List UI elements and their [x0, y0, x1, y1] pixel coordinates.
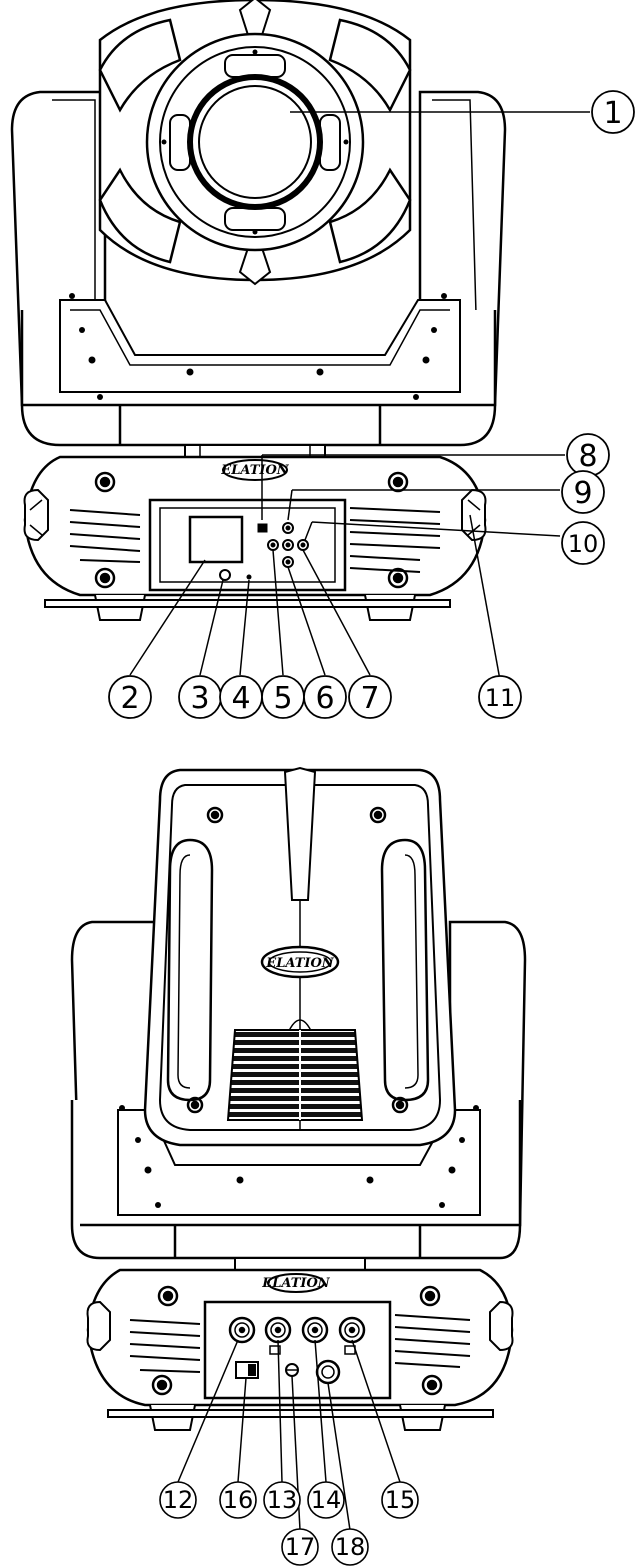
callout-5: 5	[261, 675, 305, 719]
svg-text:10: 10	[568, 530, 599, 558]
svg-text:12: 12	[163, 1486, 194, 1514]
svg-text:1: 1	[603, 96, 622, 131]
svg-text:14: 14	[311, 1486, 342, 1514]
rear-yoke-screws	[119, 1105, 479, 1208]
front-base-vents-left	[69, 509, 141, 563]
svg-text:3: 3	[190, 681, 209, 716]
svg-text:7: 7	[360, 681, 379, 716]
callout-13: 13	[263, 1481, 301, 1519]
front-base-logo-text: ELATION	[220, 463, 290, 478]
callout-3: 3	[178, 675, 222, 719]
svg-text:6: 6	[315, 681, 334, 716]
svg-text:9: 9	[573, 476, 592, 511]
base-handle-left	[23, 488, 49, 542]
callout-11: 11	[478, 675, 522, 719]
svg-text:13: 13	[267, 1486, 298, 1514]
front-leader-lines	[129, 111, 590, 681]
front-yoke-screws	[69, 293, 447, 400]
svg-text:2: 2	[120, 681, 139, 716]
callout-2: 2	[108, 675, 152, 719]
callout-16: 16	[219, 1481, 257, 1519]
ir-receiver	[219, 569, 231, 581]
front-base: ELATION	[23, 455, 487, 621]
rear-base-logo-text: ELATION	[261, 1276, 331, 1291]
callouts-front: 1 8 9 10 2 3 4 5 6 7 11	[108, 90, 635, 719]
svg-text:15: 15	[385, 1486, 416, 1514]
rear-head-vent	[226, 1029, 364, 1121]
display-screen	[188, 515, 244, 564]
svg-text:18: 18	[335, 1533, 366, 1561]
rear-handle-right	[380, 838, 430, 1102]
callout-4: 4	[219, 675, 263, 719]
rear-handle-left	[166, 838, 214, 1102]
svg-text:11: 11	[485, 684, 516, 712]
svg-text:4: 4	[231, 681, 250, 716]
connector-panel	[203, 1300, 392, 1400]
dmx-in-connector	[228, 1316, 256, 1344]
svg-text:5: 5	[273, 681, 292, 716]
callout-10: 10	[561, 521, 605, 565]
svg-text:16: 16	[223, 1486, 254, 1514]
front-lens-bezel	[145, 32, 365, 252]
rear-view: ELATION	[70, 766, 527, 1271]
indicator-led	[246, 574, 252, 580]
callout-14: 14	[307, 1481, 345, 1519]
rear-base: ELATION	[86, 1268, 514, 1431]
rear-head-logo-text: ELATION	[265, 956, 335, 971]
svg-text:17: 17	[285, 1533, 316, 1561]
callout-12: 12	[159, 1481, 197, 1519]
callout-1: 1	[591, 90, 635, 134]
front-yoke-plate	[59, 299, 461, 393]
front-base-vents-right	[349, 507, 441, 573]
callouts-rear: 12 16 13 14 15 17 18	[159, 1481, 419, 1566]
callout-17: 17	[281, 1528, 319, 1566]
callout-7: 7	[348, 675, 392, 719]
callout-18: 18	[331, 1528, 369, 1566]
callout-9: 9	[561, 470, 605, 514]
front-base-logo	[222, 459, 288, 481]
usb-port	[257, 523, 268, 533]
callout-15: 15	[381, 1481, 419, 1519]
svg-text:8: 8	[578, 439, 597, 474]
callout-8: 8	[566, 433, 610, 477]
front-view	[10, 0, 507, 458]
front-lens	[198, 85, 312, 199]
rear-base-logo	[267, 1273, 325, 1293]
callout-6: 6	[303, 675, 347, 719]
